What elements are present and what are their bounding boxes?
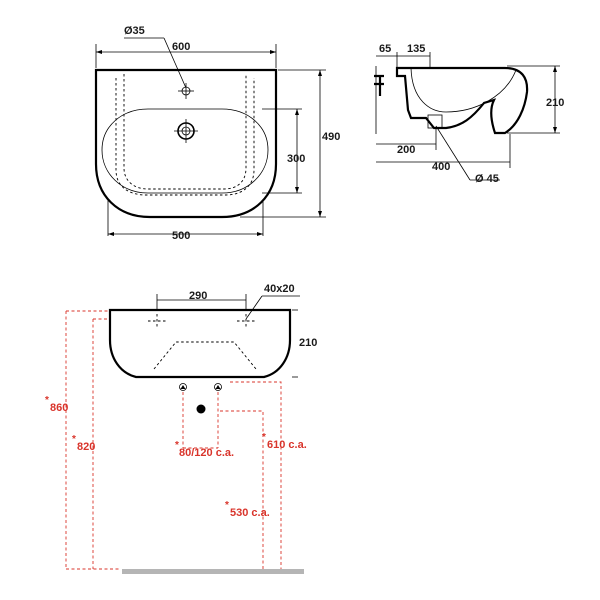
asterisk-820: * [72, 434, 76, 445]
drain-offset-dimension: 200 [397, 144, 415, 156]
height-530-label: 530 c.a. [230, 507, 270, 519]
floor [122, 569, 304, 574]
asterisk-530: * [225, 500, 229, 511]
wall-offset-dimension: 65 [379, 43, 391, 55]
tap-hole-icon [178, 83, 194, 99]
wall-bracket [374, 74, 384, 96]
side-drain-icon [427, 114, 443, 129]
front-view: 290 40x20 210 * 860 * 820 * 80/ [45, 283, 317, 574]
asterisk-valves: * [175, 440, 179, 451]
side-height-dimension: 210 [546, 97, 564, 109]
top-view: Ø35 600 490 300 500 [94, 25, 340, 242]
hole-diameter-label: Ø35 [124, 25, 145, 37]
fixing-left-icon [148, 314, 166, 328]
basin-outline [94, 68, 278, 219]
drain-diameter-label: Ø 45 [475, 173, 499, 185]
bowl-dimension: 300 [287, 153, 305, 165]
front-basin-outline [108, 308, 292, 379]
drain-hole-icon [174, 119, 198, 143]
bowl-inner-dashed [123, 74, 247, 190]
valve-left-icon [179, 383, 187, 391]
bowl-outline [101, 108, 269, 194]
front-height-dimension: 210 [299, 337, 317, 349]
drain-height-label: 610 c.a. [267, 439, 307, 451]
asterisk-610: * [262, 432, 266, 443]
bowl-inner-dashed-outer [115, 78, 255, 196]
asterisk-860: * [45, 395, 49, 406]
fixing-distance-dimension: 290 [189, 290, 207, 302]
valve-right-icon [214, 383, 222, 391]
side-basin-outline [395, 66, 529, 135]
side-basin-rim [410, 67, 517, 113]
projection-dimension: 400 [432, 161, 450, 173]
base-dimension: 500 [172, 230, 190, 242]
height-820-label: 820 [77, 441, 95, 453]
tap-offset-dimension: 135 [407, 43, 425, 55]
fixing-size-label: 40x20 [264, 283, 295, 295]
fixing-right-icon [237, 314, 255, 328]
depth-dimension: 490 [322, 131, 340, 143]
front-bowl-dashed [153, 341, 257, 370]
drain-outlet-icon [196, 404, 206, 414]
height-860-label: 860 [50, 402, 68, 414]
side-view: 65 135 210 200 400 Ø 45 [374, 43, 564, 185]
valves-distance-label: 80/120 c.a. [179, 447, 234, 459]
width-dimension: 600 [172, 41, 190, 53]
